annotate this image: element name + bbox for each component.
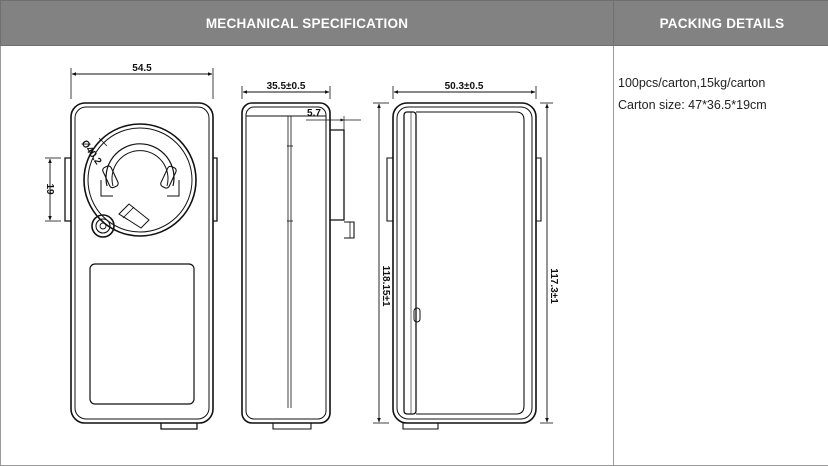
header-mechanical-specification: MECHANICAL SPECIFICATION (1, 1, 614, 46)
dim-side-offset: 19 (44, 183, 55, 195)
dim-side-protrusion: 5.7 (307, 108, 321, 119)
mechanical-drawing-cell: 54.5 Ø40.2 19 35.5±0.5 5.7 50.3±0.5 118.… (1, 46, 614, 466)
header-packing-details: PACKING DETAILS (614, 1, 828, 46)
dim-side-depth: 35.5±0.5 (267, 81, 306, 92)
packing-details-cell: 100pcs/carton,15kg/carton Carton size: 4… (614, 46, 828, 466)
mechanical-drawing: 54.5 Ø40.2 19 35.5±0.5 5.7 50.3±0.5 118.… (1, 46, 613, 465)
dim-back-height-left: 118.15±1 (380, 265, 391, 307)
packing-quantity: 100pcs/carton,15kg/carton (618, 72, 828, 94)
dim-back-width: 50.3±0.5 (445, 81, 484, 92)
carton-size: Carton size: 47*36.5*19cm (618, 94, 828, 116)
back-view (373, 86, 553, 429)
dim-back-height-right: 117.3±1 (548, 268, 559, 304)
dim-front-width: 54.5 (132, 63, 152, 74)
front-view (45, 68, 217, 429)
side-view (242, 86, 361, 429)
